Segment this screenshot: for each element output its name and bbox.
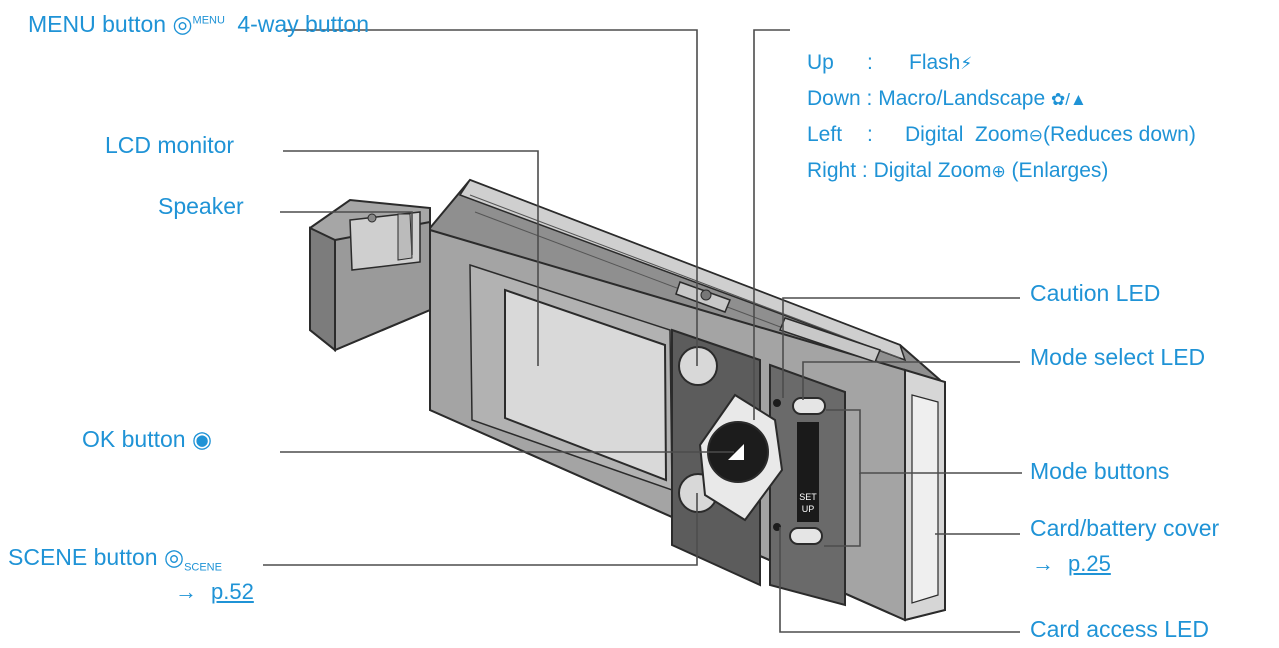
scene-button-label: SCENE button ◎SCENE	[8, 546, 222, 574]
mode-select-led-label: Mode select LED	[1030, 344, 1206, 370]
leader-caution	[782, 297, 1020, 398]
fourway-dir: Down	[807, 87, 861, 110]
card-arrow: →	[1032, 551, 1054, 576]
scene-label-text: SCENE button	[8, 544, 158, 570]
leader-mode-select	[802, 361, 1020, 400]
leader-fourway	[753, 29, 790, 420]
macro-landscape-icon: ✿/▲	[1051, 90, 1087, 109]
four-way-label: 4-way button	[237, 11, 370, 37]
scene-circle-icon: ◎	[163, 544, 185, 570]
ok-button-label: OK button ◉	[82, 428, 212, 451]
fourway-tail: (Reduces down)	[1042, 123, 1196, 146]
leader-mode-buttons-b	[824, 473, 861, 547]
flash-icon: ⚡	[960, 54, 973, 73]
ok-circle-icon: ◉	[191, 426, 213, 452]
card-access-led-label: Card access LED	[1030, 616, 1209, 642]
scene-icon-text: SCENE	[184, 561, 222, 574]
card-battery-cover-label: Card/battery cover	[1030, 515, 1220, 541]
leader-card-access	[779, 527, 1020, 633]
camera-controls: SET UP	[678, 346, 826, 545]
fourway-dir: Up	[807, 51, 834, 74]
ok-label-text: OK button	[82, 426, 186, 452]
fourway-sep: :	[861, 159, 868, 182]
fourway-sep: :	[867, 51, 873, 74]
menu-circle-icon: ◎	[172, 11, 193, 37]
caution-led-label: Caution LED	[1030, 280, 1161, 306]
leader-speaker	[280, 211, 413, 255]
fourway-text: Digital Zoom	[873, 159, 992, 182]
scene-page-ref: → p.52	[175, 581, 254, 603]
zoom-in-icon: ⊕	[991, 162, 1006, 181]
menu-button-label: MENU button ◎MENU 4-way button	[28, 13, 369, 36]
setup-text-2: UP	[802, 504, 815, 514]
fourway-down-row: Down : Macro/Landscape ✿/▲	[807, 88, 1087, 109]
menu-label-text: MENU button	[28, 11, 167, 37]
fourway-text: Macro/Landscape	[878, 87, 1046, 110]
fourway-text: Flash	[909, 51, 961, 74]
lens-block	[309, 198, 431, 353]
scene-page-link[interactable]: p.52	[211, 579, 254, 604]
fourway-sep: :	[866, 87, 873, 110]
leader-scene	[263, 493, 698, 566]
back-panel	[469, 263, 846, 607]
menu-icon-text: MENU	[192, 14, 225, 27]
fourway-left-row: Left: Digital Zoom⊖(Reduces down)	[807, 124, 1196, 145]
fourway-dir: Right	[807, 159, 857, 182]
speaker-label: Speaker	[158, 193, 244, 219]
fourway-up-row: Up: Flash⚡	[807, 52, 972, 73]
fourway-dir: Left	[807, 123, 843, 146]
card-page-link[interactable]: p.25	[1068, 551, 1111, 576]
fourway-sep: :	[867, 123, 873, 146]
zoom-out-icon: ⊖	[1028, 126, 1043, 145]
lcd-monitor-label: LCD monitor	[105, 132, 235, 158]
leader-mode-buttons	[826, 409, 1022, 474]
fourway-text: Digital Zoom	[905, 123, 1029, 146]
setup-text-1: SET	[799, 492, 817, 502]
fourway-tail: (Enlarges)	[1011, 159, 1109, 182]
mode-buttons-label: Mode buttons	[1030, 458, 1170, 484]
leader-lines	[263, 29, 1022, 633]
scene-arrow: →	[175, 579, 197, 604]
card-page-ref: → p.25	[1032, 553, 1111, 575]
leader-lcd	[283, 150, 539, 366]
leader-menu	[285, 29, 698, 366]
fourway-right-row: Right : Digital Zoom⊕ (Enlarges)	[807, 160, 1108, 181]
